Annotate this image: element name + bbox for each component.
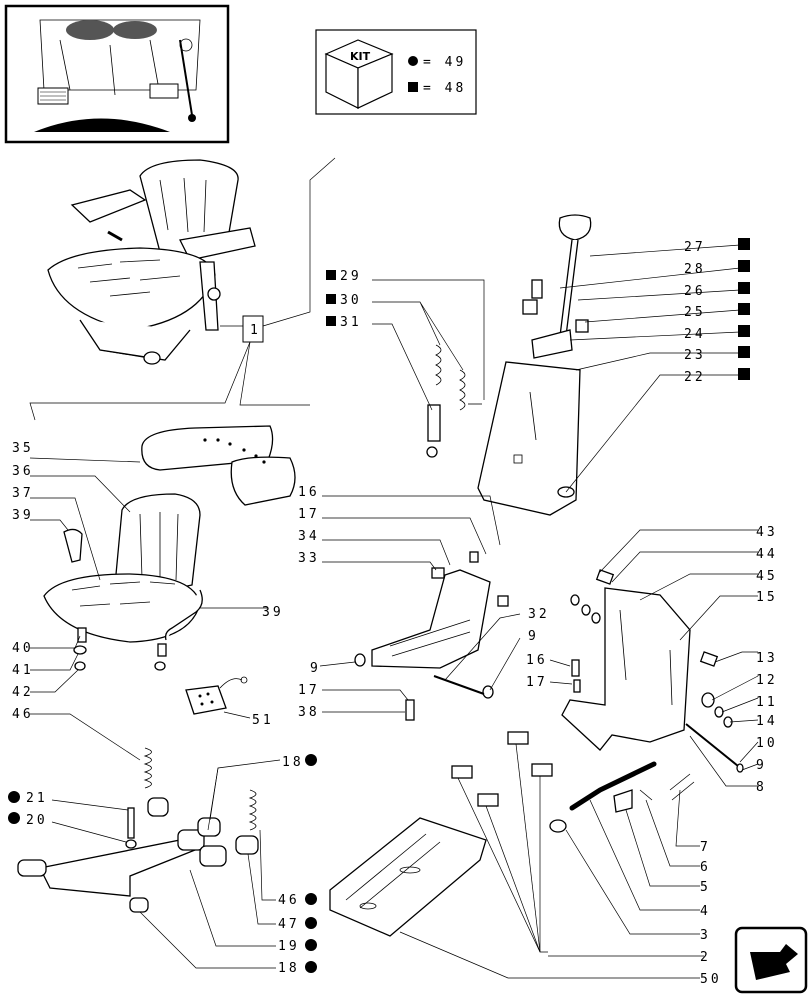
callout-box-1: 1 [29,157,336,421]
callout-32: 32 [528,607,550,622]
callout-6: 6 [700,860,711,875]
lower-plate-and-handle: 2 3 4 5 6 7 50 [329,731,722,987]
kit-legend: KIT = 49 = 48 [315,29,477,115]
callout-35: 35 [12,441,34,456]
callout-2: 2 [700,950,711,965]
kit-label: KIT [350,50,371,63]
callout-46-bottom: 46 [278,893,300,908]
callout-51: 51 [252,713,274,728]
callout-25: 25 [684,305,706,320]
callout-26: 26 [684,284,706,299]
callout-31: 31 [340,315,362,330]
callout-46-top: 46 [12,707,34,722]
callout-38: 38 [298,705,320,720]
callout-14: 14 [756,714,778,729]
callout-39-left: 39 [12,508,34,523]
callout-29: 29 [340,269,362,284]
kit-square-text: = 48 [423,81,466,96]
callout-40: 40 [12,641,34,656]
suspension-column: 27 28 26 25 24 23 22 [477,214,750,516]
kit-cube-icon: KIT [324,39,394,109]
callout-23: 23 [684,348,706,363]
callout-17-right: 17 [526,675,548,690]
seat-exploded-parts: 35 36 37 39 39 40 41 42 [12,425,296,700]
center-bracket: 16 17 34 33 32 9 9 17 38 [298,485,550,721]
callout-20: 20 [26,813,48,828]
right-bracket: 43 44 45 15 13 12 11 14 10 9 8 16 17 [526,525,778,795]
callout-16-center: 16 [298,485,320,500]
callout-21: 21 [26,791,48,806]
callout-34: 34 [298,529,320,544]
callout-18-bottom: 18 [278,961,300,976]
callout-9-right: 9 [756,758,767,773]
next-page-arrow-icon[interactable] [734,926,808,994]
callout-47: 47 [278,917,300,932]
tractor-view-thumbnail[interactable] [4,4,230,144]
callout-1: 1 [250,323,261,338]
callout-17-center: 17 [298,507,320,522]
callout-39-right: 39 [262,605,284,620]
callout-27: 27 [684,240,706,255]
callout-30: 30 [340,293,362,308]
callout-45: 45 [756,569,778,584]
callout-4: 4 [700,904,711,919]
kit-circle-marker [408,56,418,66]
spring-parts: 29 30 31 [326,269,485,458]
callout-15: 15 [756,590,778,605]
callout-8: 8 [756,780,767,795]
callout-24: 24 [684,327,706,342]
callout-10: 10 [756,736,778,751]
callout-36: 36 [12,464,34,479]
callout-17-lower: 17 [298,683,320,698]
callout-9-center-left: 9 [310,661,321,676]
callout-37: 37 [12,486,34,501]
callout-16-right: 16 [526,653,548,668]
callout-7: 7 [700,840,711,855]
callout-50: 50 [700,972,722,987]
callout-9-center-right: 9 [528,629,539,644]
callout-5: 5 [700,880,711,895]
callout-41: 41 [12,663,34,678]
callout-3: 3 [700,928,711,943]
kit-square-marker [408,82,418,92]
callout-18-top: 18 [282,755,304,770]
callout-43: 43 [756,525,778,540]
kit-circle-text: = 49 [423,55,466,70]
seat-assembly-overview [47,159,256,365]
callout-44: 44 [756,547,778,562]
pad-and-spring: 51 46 [12,676,274,789]
callout-11: 11 [756,695,778,710]
callout-19: 19 [278,939,300,954]
lower-lever-assembly: 18 21 20 46 47 19 18 [8,754,317,976]
callout-28: 28 [684,262,706,277]
callout-42: 42 [12,685,34,700]
callout-33: 33 [298,551,320,566]
callout-12: 12 [756,673,778,688]
callout-13: 13 [756,651,778,666]
callout-22: 22 [684,370,706,385]
